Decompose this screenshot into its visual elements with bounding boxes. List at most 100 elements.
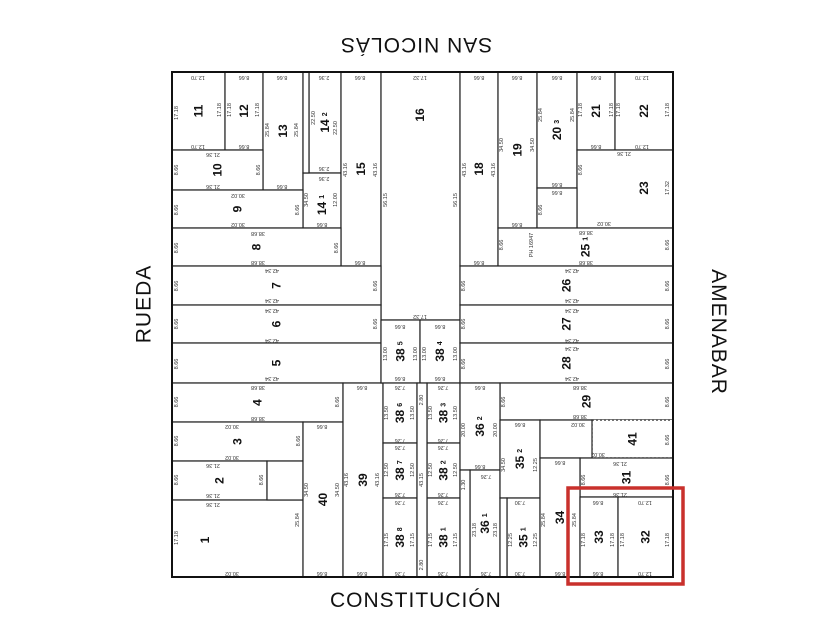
- lot-19[interactable]: 19: [497, 71, 538, 229]
- lot-38-6[interactable]: 386: [382, 382, 418, 444]
- dimension-label: 17.32: [413, 74, 427, 80]
- lot-36-2[interactable]: 362: [459, 382, 501, 471]
- lot-40[interactable]: 40: [302, 421, 344, 578]
- dimension-label: 8.66: [174, 243, 180, 254]
- dimension-label: 2.36: [319, 74, 330, 80]
- dimension-label: 8.66: [512, 74, 523, 80]
- lot-25-1[interactable]: 251: [497, 227, 674, 267]
- lot-number: 8: [250, 243, 264, 250]
- dimension-label: 42.34: [265, 307, 279, 313]
- lot-39[interactable]: 39: [342, 382, 384, 578]
- dimension-label: 13.00: [413, 347, 419, 361]
- lot-18[interactable]: 18: [459, 71, 499, 267]
- lot-38-3[interactable]: 383: [426, 382, 461, 444]
- dimension-label: 17.18: [665, 533, 671, 547]
- lot-parcel: [576, 71, 616, 151]
- dimension-label: 25.84: [538, 108, 544, 122]
- lot-parcel: [469, 469, 501, 578]
- lot-38-5[interactable]: 385: [380, 319, 421, 384]
- lot-parcel: [171, 342, 382, 384]
- dimension-label: 8.66: [665, 240, 671, 251]
- lot-38-4[interactable]: 384: [419, 319, 461, 384]
- lot-38-8[interactable]: 388: [382, 497, 418, 578]
- dimension-label: 2.36: [319, 175, 330, 181]
- dimension-label: 7.26: [438, 491, 449, 497]
- lot-parcel: [536, 187, 578, 229]
- lot-parcel: [302, 71, 310, 174]
- dimension-label: 12.00: [333, 193, 339, 207]
- dimension-label: 17.32: [413, 313, 427, 319]
- dimension-label: 25.84: [572, 513, 578, 527]
- lot-14-1[interactable]: 141: [302, 71, 342, 229]
- dimension-label: 30.02: [225, 423, 239, 429]
- lot-10[interactable]: 10: [171, 149, 264, 191]
- dimension-label: 43.16: [344, 473, 350, 487]
- dimension-label: 20.00: [461, 423, 467, 437]
- dimension-label: 34.50: [530, 138, 536, 152]
- dimension-label: 8.66: [317, 570, 328, 576]
- dimension-label: 8.66: [665, 397, 671, 408]
- lot-parcel: [171, 227, 342, 267]
- dimension-label: 2.36: [319, 165, 330, 171]
- lot-2[interactable]: 2: [171, 460, 268, 501]
- dimension-label: 56.15: [383, 193, 389, 207]
- dimension-label: 12.50: [384, 463, 390, 477]
- lot-number: 27: [560, 317, 574, 331]
- dimension-label: 17.18: [609, 103, 615, 117]
- dimension-label: 13.00: [453, 347, 459, 361]
- lot-parcel: [419, 319, 461, 384]
- lot-parcel: [171, 265, 382, 306]
- lot-16[interactable]: 16: [380, 71, 461, 321]
- dimension-label: 8.66: [593, 570, 604, 576]
- lot-8[interactable]: 8: [171, 227, 342, 267]
- lot-31[interactable]: 31: [579, 457, 674, 498]
- dimension-label: 7.26: [395, 384, 406, 390]
- lot-32[interactable]: 32: [617, 496, 674, 578]
- dimension-label: 8.66: [357, 570, 368, 576]
- lot-38-7[interactable]: 387: [382, 442, 418, 499]
- lot-27[interactable]: 27: [459, 304, 674, 344]
- lot-4[interactable]: 4: [171, 382, 344, 423]
- dimension-label: 8.66: [665, 435, 671, 446]
- lot-41[interactable]: 41: [539, 419, 674, 459]
- dimension-label: 8.66: [259, 475, 265, 486]
- dimension-label: 43.16: [375, 473, 381, 487]
- dimension-label: 12.70: [635, 143, 649, 149]
- dimension-label: 17.15: [453, 533, 459, 547]
- lot-29[interactable]: 29: [499, 382, 674, 421]
- lot-35-1[interactable]: 351: [499, 497, 541, 578]
- lot-parcel: [539, 419, 593, 459]
- dimension-label: 25.84: [294, 123, 300, 137]
- dimension-label: 8.66: [174, 281, 180, 292]
- dimension-label: 8.66: [552, 181, 563, 187]
- dimension-label: 8.66: [174, 475, 180, 486]
- dimension-label: 7.30: [515, 570, 526, 576]
- lot-9[interactable]: 9: [171, 189, 304, 229]
- lot-21[interactable]: 21: [576, 71, 616, 151]
- lot-7[interactable]: 7: [171, 265, 382, 306]
- dimension-label: 43.16: [491, 163, 497, 177]
- lot-1[interactable]: 1: [171, 460, 304, 578]
- dimension-label: 8.66: [501, 397, 507, 408]
- lot-number: 1: [198, 536, 212, 543]
- lot-20-3[interactable]: 203: [536, 71, 578, 189]
- dimension-label: 8.66: [174, 205, 180, 216]
- dimension-label: 17.18: [665, 103, 671, 117]
- dimension-label: 13.50: [428, 406, 434, 420]
- dimension-label: 17.18: [610, 533, 616, 547]
- dimension-label: 8.66: [395, 375, 406, 381]
- lot-number: 22: [637, 104, 651, 118]
- lot-38-1[interactable]: 381: [416, 382, 461, 578]
- lot-23[interactable]: 23: [536, 149, 674, 229]
- lot-35-2[interactable]: 352: [499, 419, 541, 499]
- lot-5[interactable]: 5: [171, 342, 382, 384]
- dimension-label: 30.02: [225, 454, 239, 460]
- dimension-label: 8.66: [461, 359, 467, 370]
- lot-parcel: [617, 496, 674, 578]
- dimension-label: 8.66: [435, 323, 446, 329]
- dimension-label: 21.36: [206, 492, 220, 498]
- dimension-label: 38.68: [579, 259, 593, 265]
- lot-number: 4: [251, 399, 265, 406]
- dimension-label: 56.15: [453, 193, 459, 207]
